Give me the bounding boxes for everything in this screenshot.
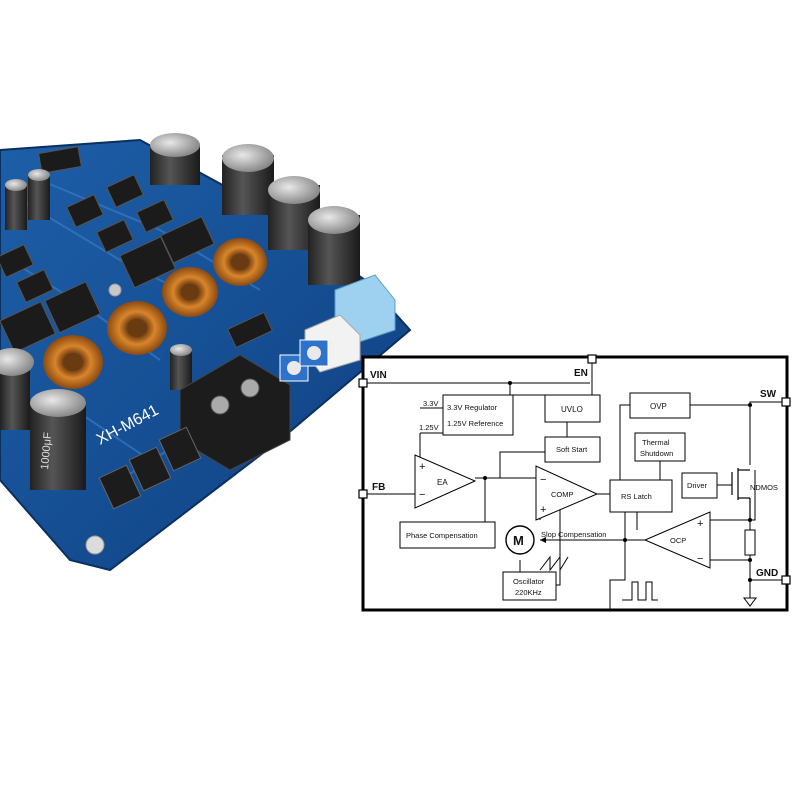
oscillator-block xyxy=(502,571,557,601)
pin-markers xyxy=(358,354,791,585)
comp-minus-sign: − xyxy=(540,474,546,486)
soft-start-block xyxy=(544,436,601,463)
regulator-label-line1: 3.3V Regulator xyxy=(447,403,498,412)
pulse-waveform-icon xyxy=(622,581,658,601)
rs-latch-block xyxy=(609,479,673,513)
ocp-amplifier xyxy=(643,511,711,569)
uvlo-label: UVLO xyxy=(561,405,583,414)
uvlo-block xyxy=(544,394,601,423)
comp-comparator xyxy=(535,465,599,521)
smd-diodes xyxy=(98,426,202,510)
pin-en-label: EN xyxy=(574,368,588,379)
thermal-label-line1: Thermal xyxy=(642,438,670,447)
ea-plus-sign: + xyxy=(419,461,425,473)
phase-compensation-block xyxy=(399,521,496,549)
comp-label: COMP xyxy=(551,490,574,499)
regulator-block xyxy=(442,394,514,436)
pcb-board-photo: XH-M641 1000μF xyxy=(0,133,412,572)
wires xyxy=(364,359,785,610)
junction-dots xyxy=(483,381,752,582)
ramp-generator-circle xyxy=(505,525,535,555)
electrolytic-capacitors xyxy=(0,133,360,490)
block-diagram: VIN EN FB SW GND 3.3V 1.25V 3.3V Regulat… xyxy=(358,354,791,612)
soft-start-label: Soft Start xyxy=(556,445,588,454)
driver-label: Driver xyxy=(687,481,708,490)
pin-gnd-label: GND xyxy=(756,568,778,579)
pin-vin-label: VIN xyxy=(370,370,387,381)
phase-compensation-label: Phase Compensation xyxy=(406,531,478,540)
pin-sw-label: SW xyxy=(760,389,777,400)
oscillator-label-line2: 220KHz xyxy=(515,588,542,597)
driver-block xyxy=(681,472,718,499)
potentiometers xyxy=(279,339,329,382)
rs-latch-label: RS Latch xyxy=(621,492,652,501)
slop-compensation-label: Slop Compensation xyxy=(541,530,606,539)
ea-amplifier xyxy=(414,454,477,509)
thermal-label-line2: Shutdown xyxy=(640,449,673,458)
ocp-label: OCP xyxy=(670,536,686,545)
ea-minus-sign: − xyxy=(419,489,425,501)
capacitor-marking: 1000μF xyxy=(39,432,54,471)
mounting-hole xyxy=(85,535,105,555)
ocp-minus-sign: − xyxy=(697,553,703,565)
ovp-block xyxy=(629,392,691,419)
mounting-hole xyxy=(108,283,122,297)
ref-1v25-label: 1.25V xyxy=(419,423,439,432)
sense-resistor xyxy=(744,529,756,556)
nmos-transistor xyxy=(731,468,751,520)
pin-fb-label: FB xyxy=(372,482,385,493)
comp-plus-sign: + xyxy=(540,504,546,516)
sawtooth-waveform-icon xyxy=(539,555,569,572)
oscillator-label-line1: Oscillator xyxy=(513,577,545,586)
mosfet-chips xyxy=(0,146,274,354)
ovp-label: OVP xyxy=(650,402,667,411)
slop-arrow xyxy=(540,537,546,543)
ea-label: EA xyxy=(437,478,448,487)
thermal-shutdown-block xyxy=(634,432,686,462)
ref-3v3-label: 3.3V xyxy=(423,399,438,408)
ramp-generator-symbol: M xyxy=(513,533,524,548)
toroid-inductors xyxy=(43,238,267,389)
nmos-label: NDMOS xyxy=(750,483,778,492)
ocp-plus-sign: + xyxy=(697,518,703,530)
ground-icon xyxy=(743,597,757,607)
regulator-label-line2: 1.25V Reference xyxy=(447,419,503,428)
